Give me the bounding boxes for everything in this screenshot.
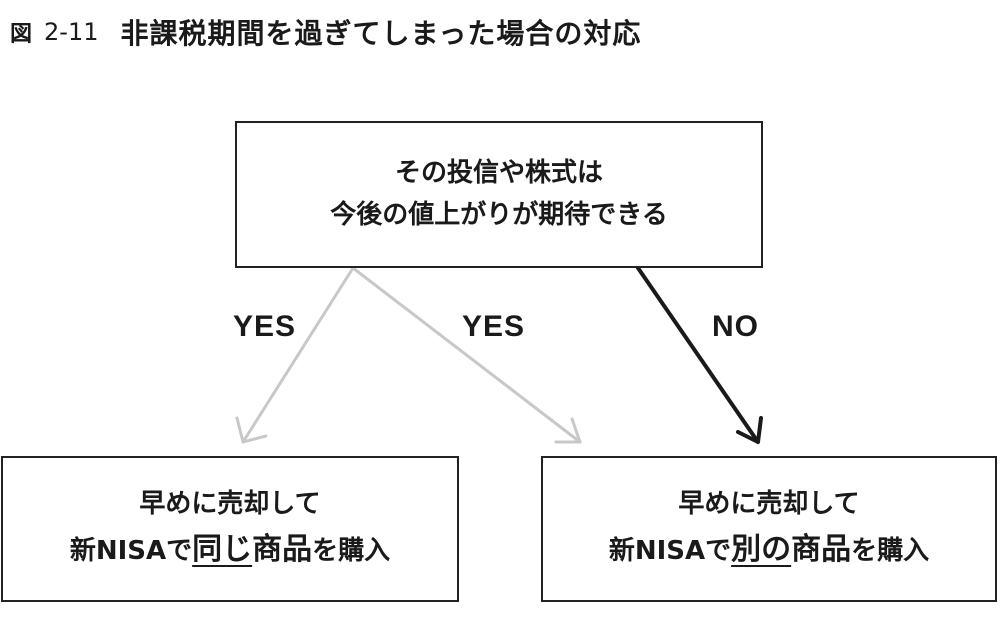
figure-title: 図 2-11 非課税期間を過ぎてしまった場合の対応 — [10, 10, 641, 54]
result-same-line-2: 新NISAで同じ商品を購入 — [70, 526, 390, 574]
question-line-1: その投信や株式は — [394, 157, 603, 188]
figure-label: 図 — [10, 22, 33, 47]
result-different-emphasis: 別の — [731, 531, 792, 567]
arrow-no — [636, 266, 763, 444]
result-box-different-product: 早めに売却して 新NISAで別の商品を購入 — [541, 456, 997, 602]
question-line-2: 今後の値上がりが期待できる — [330, 199, 668, 230]
edge-label-yes-right: YES — [462, 310, 526, 343]
result-different-product: 商品 — [791, 531, 852, 567]
result-same-prefix: 新NISAで — [69, 535, 193, 566]
question-box: その投信や株式は 今後の値上がりが期待できる — [235, 121, 763, 268]
result-same-suffix: を購入 — [312, 535, 391, 566]
result-same-line-1: 早めに売却して — [139, 489, 321, 520]
arrow-yes-right — [351, 266, 582, 444]
result-box-same-product: 早めに売却して 新NISAで同じ商品を購入 — [1, 456, 459, 602]
result-same-product: 商品 — [252, 531, 313, 567]
figure-title-text: 非課税期間を過ぎてしまった場合の対応 — [120, 17, 642, 50]
edge-label-yes-left: YES — [233, 310, 297, 343]
result-different-line-2: 新NISAで別の商品を購入 — [609, 526, 929, 574]
arrow-yes-left — [235, 266, 355, 444]
edge-label-no: NO — [712, 310, 759, 343]
result-same-emphasis: 同じ — [192, 531, 253, 567]
result-different-line-1: 早めに売却して — [678, 489, 860, 520]
result-different-prefix: 新NISAで — [608, 535, 732, 566]
figure-number: 2-11 — [44, 18, 99, 46]
result-different-suffix: を購入 — [851, 535, 930, 566]
